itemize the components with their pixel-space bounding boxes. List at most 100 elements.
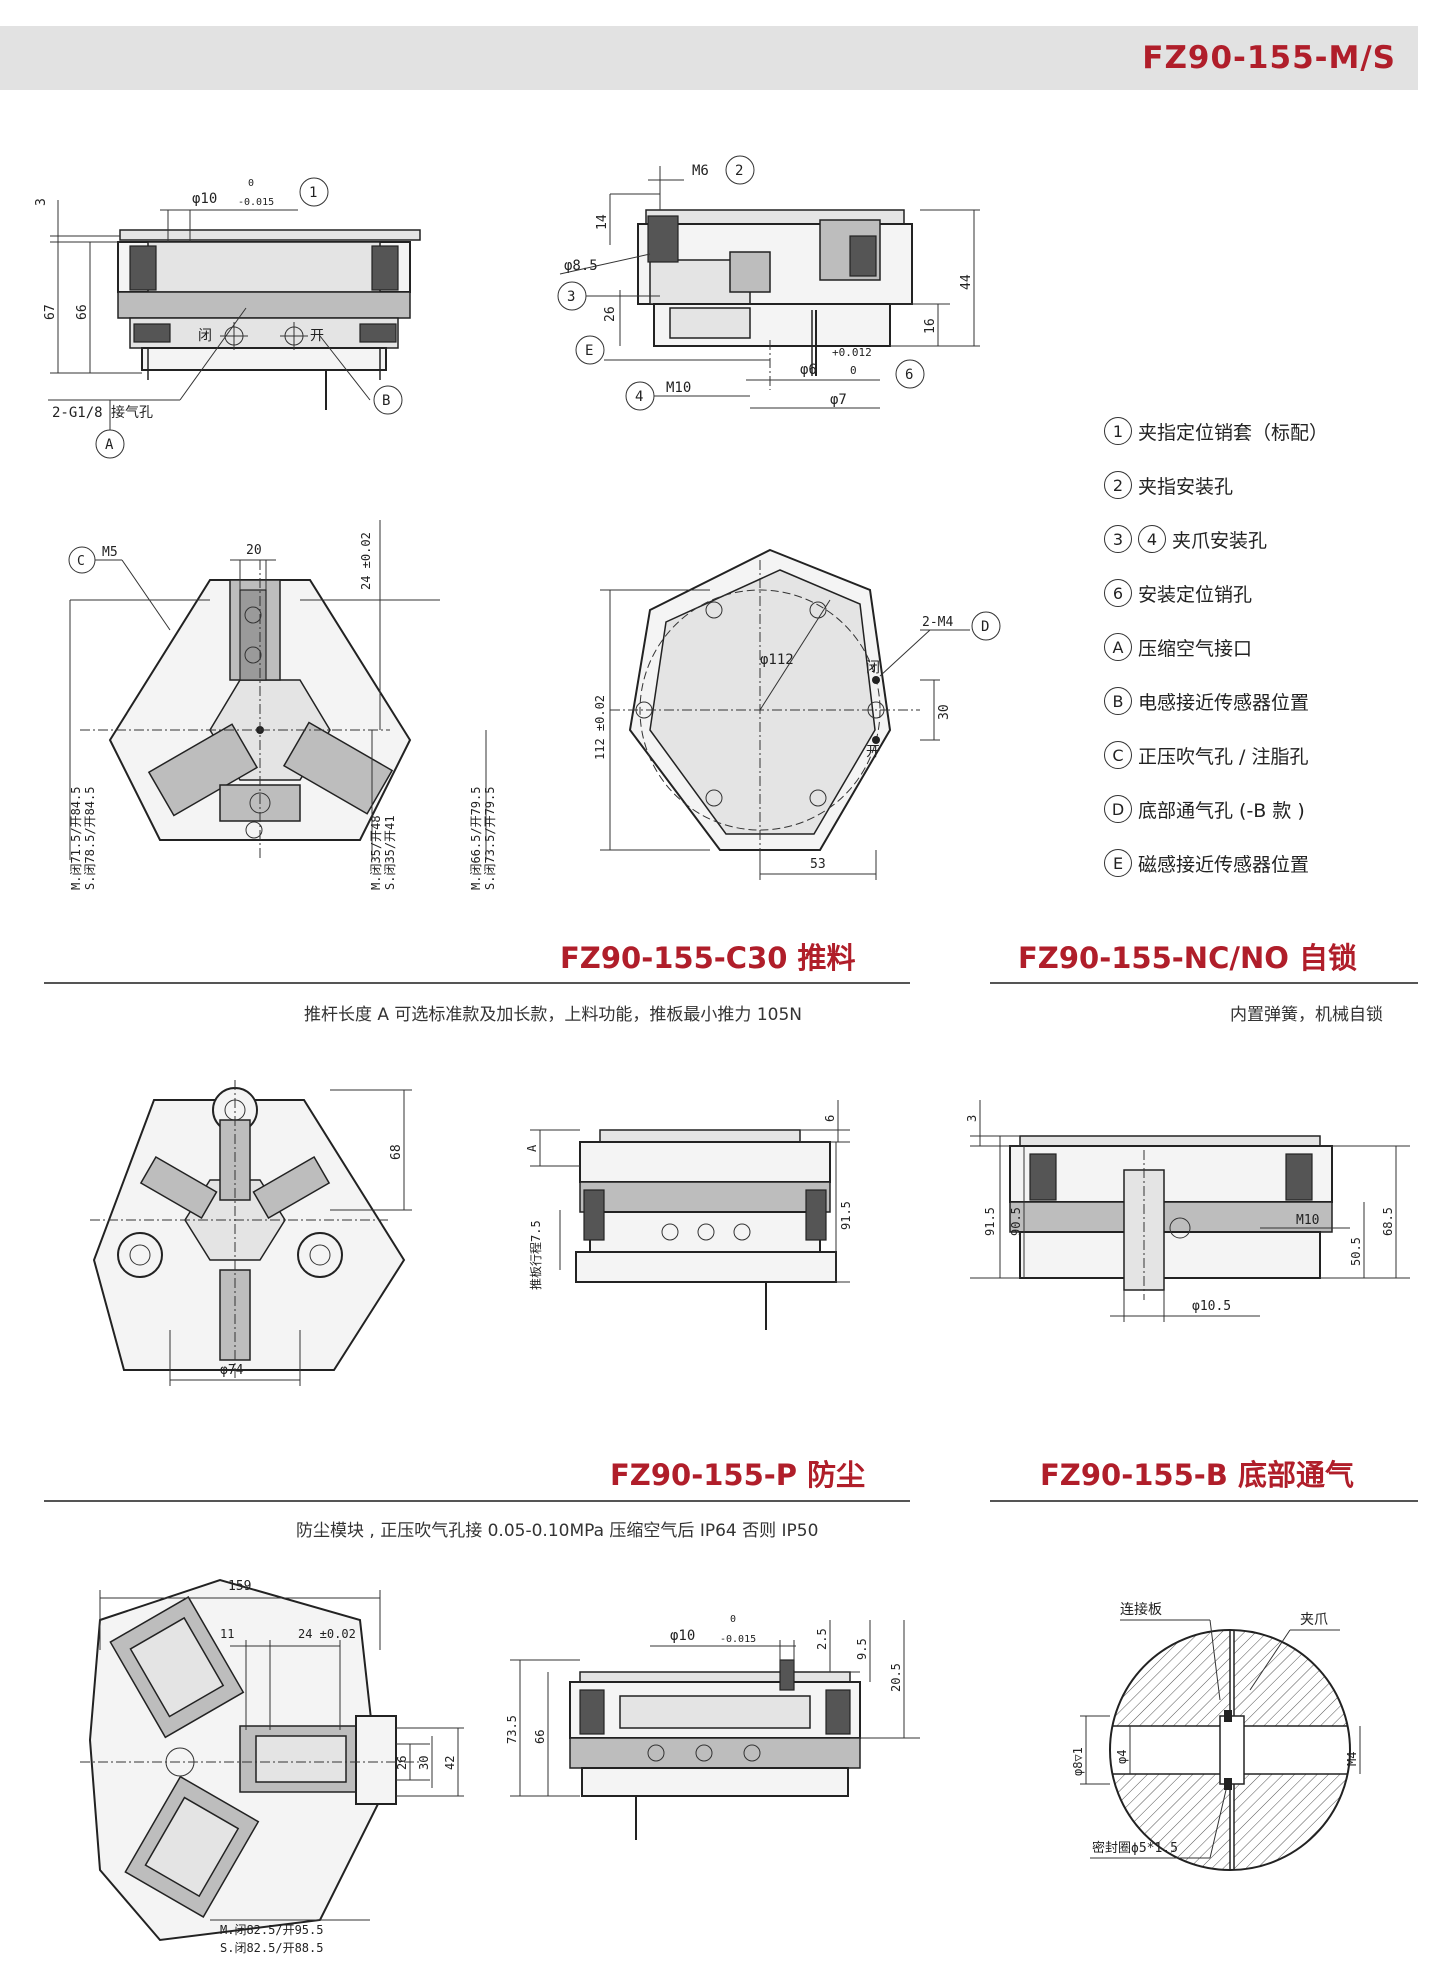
dim-3-nc: 3	[965, 1115, 979, 1122]
legend-item: C 正压吹气孔 / 注脂孔	[1104, 740, 1308, 770]
dim-26-p: 26	[395, 1756, 409, 1770]
label-m5: M5	[102, 545, 118, 560]
legend-text: 电感接近传感器位置	[1138, 691, 1310, 714]
label-p-a: M.闭82.5/开95.5	[220, 1923, 323, 1937]
legend-text: 夹爪安装孔	[1172, 529, 1268, 552]
legend-marker: 4	[1138, 525, 1166, 553]
nc-side-drawing: 3 91.5 90.5 M10 50.5 68.5 φ10.5	[965, 1100, 1410, 1322]
dim-24: 24 ±0.02	[359, 532, 373, 590]
label-open: 开	[310, 328, 324, 344]
dim-20-5: 20.5	[889, 1663, 903, 1692]
label-top-2b: S.闭35/开41	[383, 815, 397, 890]
dim-26: 26	[603, 306, 618, 322]
section-desc-nc: 内置弹簧，机械自锁	[1230, 1005, 1383, 1025]
dim-2-5: 2.5	[815, 1628, 829, 1650]
legend-item: 3 4 夹爪安装孔	[1104, 524, 1267, 554]
dim-phi112: φ112	[760, 652, 794, 668]
label-2m4: 2-M4	[922, 615, 953, 630]
legend-text: 磁感接近传感器位置	[1138, 853, 1310, 876]
legend-text: 夹指安装孔	[1138, 475, 1234, 498]
label-close-b: 闭	[866, 660, 880, 676]
dim-A: A	[525, 1144, 539, 1152]
section-title-p: FZ90-155-P 防尘	[610, 1458, 866, 1492]
legend-text: 底部通气孔 (-B 款 )	[1138, 799, 1305, 822]
page-title: FZ90-155-M/S	[1142, 40, 1396, 76]
dim-53: 53	[810, 857, 826, 872]
marker-4: 4	[635, 389, 643, 405]
dim-phi10-p: φ10	[670, 1628, 695, 1644]
dim-112: 112 ±0.02	[593, 695, 607, 760]
label-m10-nc: M10	[1296, 1213, 1319, 1228]
dim-14: 14	[595, 214, 610, 230]
section-divider	[990, 1500, 1418, 1502]
dim-phi85: φ8.5	[564, 258, 598, 274]
legend-item: D 底部通气孔 (-B 款 )	[1104, 794, 1305, 824]
dim-91-5: 91.5	[839, 1201, 853, 1230]
c30-side-drawing: 6 A 推板行程7.5 91.5	[525, 1100, 853, 1330]
dim-67: 67	[43, 304, 58, 320]
c30-top-drawing: 68 φ74	[90, 1080, 412, 1386]
tol-plus: +0.012	[832, 346, 872, 359]
label-top-1a: M.闭71.5/开84.5	[69, 787, 83, 890]
legend-text: 压缩空气接口	[1138, 637, 1253, 660]
p-top-drawing: 159 11 24 ±0.02 26 30 42 M.闭82.5/开95.5 S…	[80, 1578, 464, 1955]
legend-marker: E	[1104, 849, 1132, 877]
dim-50-5: 50.5	[1349, 1237, 1363, 1266]
legend-marker: 6	[1104, 579, 1132, 607]
label-port: 2-G1/8 接气孔	[52, 404, 153, 421]
dim-20: 20	[246, 543, 262, 558]
marker-2: 2	[735, 163, 743, 179]
dim-phi10-5: φ10.5	[1192, 1299, 1231, 1314]
dim-30: 30	[937, 704, 952, 720]
dim-90-5: 90.5	[1009, 1207, 1023, 1236]
label-jaw: 夹爪	[1300, 1612, 1328, 1628]
dim-9-5: 9.5	[855, 1638, 869, 1660]
legend-marker: 2	[1104, 471, 1132, 499]
header-bar	[0, 26, 1418, 90]
dim-30-p: 30	[417, 1756, 431, 1770]
legend-marker: A	[1104, 633, 1132, 661]
front-view-drawing: 3 67 66 φ10 0 -0.015 1 闭 开 2-G1/8 接气孔 A …	[34, 177, 421, 459]
section-title-b: FZ90-155-B 底部通气	[1040, 1458, 1355, 1492]
marker-D: D	[981, 619, 989, 635]
side-section-drawing: 14 φ8.5 3 26 E M6 2 44 16 +0.012 0 φ6 6 …	[557, 155, 980, 411]
dim-44: 44	[959, 274, 974, 290]
marker-3: 3	[567, 289, 575, 305]
top-view-drawing: 20 C M5 24 ±0.02 M.闭71.5/开84.5 S.闭78.5/开…	[68, 520, 497, 890]
marker-1: 1	[309, 185, 317, 201]
dim-3: 3	[34, 198, 49, 206]
legend-marker: D	[1104, 795, 1132, 823]
dim-68: 68	[389, 1144, 404, 1160]
section-title-c30: FZ90-155-C30 推料	[560, 941, 856, 975]
legend-marker: 1	[1104, 417, 1132, 445]
legend-marker: B	[1104, 687, 1132, 715]
dim-42-p: 42	[443, 1756, 457, 1770]
dim-phi74: φ74	[220, 1363, 244, 1378]
label-m6: M6	[692, 163, 709, 179]
label-m10: M10	[666, 380, 691, 396]
legend-item: 2 夹指安装孔	[1104, 470, 1233, 500]
marker-B: B	[382, 393, 390, 409]
marker-6: 6	[905, 367, 913, 383]
label-plate: 连接板	[1120, 1601, 1162, 1618]
dim-phi6: φ6	[800, 362, 817, 378]
dim-phi8: φ8▽1	[1071, 1747, 1085, 1776]
label-stroke: 推板行程7.5	[528, 1220, 543, 1290]
bottom-view-drawing: φ112 112 ±0.02 闭 开 2-M4 D 30 53	[593, 548, 1001, 880]
dim-91-5-nc: 91.5	[983, 1207, 997, 1236]
legend-marker: 3	[1104, 525, 1132, 553]
dim-phi4: φ4	[1115, 1750, 1129, 1764]
label-close: 闭	[198, 328, 212, 344]
tol-up-p: 0	[730, 1614, 736, 1625]
dim-159: 159	[228, 1579, 251, 1594]
dim-phi7: φ7	[830, 392, 847, 408]
label-open-b: 开	[866, 744, 880, 760]
legend-item: 6 安装定位销孔	[1104, 578, 1252, 608]
dim-phi10: φ10	[192, 191, 217, 207]
tol-dn-p: -0.015	[720, 1634, 756, 1645]
dim-m4-b: M4	[1345, 1752, 1359, 1766]
marker-E: E	[585, 343, 593, 359]
label-top-1b: S.闭78.5/开84.5	[83, 787, 97, 890]
dim-66: 66	[75, 304, 90, 320]
legend-item: E 磁感接近传感器位置	[1104, 848, 1309, 878]
